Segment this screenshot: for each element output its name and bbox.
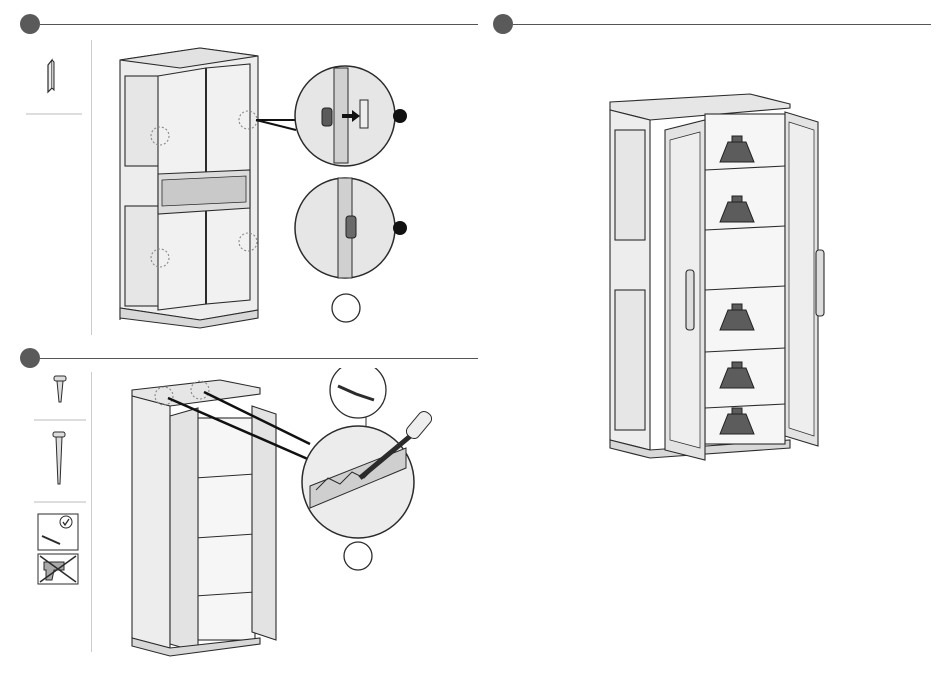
pointer-lines — [256, 120, 296, 130]
step-c-marker — [20, 348, 40, 368]
step-b-marker — [493, 14, 513, 34]
long-screw-icon — [53, 432, 65, 484]
step-b-rule — [513, 24, 931, 25]
short-screw-icon — [54, 376, 66, 402]
step-a-parts-column — [22, 40, 92, 340]
step-a-rule — [40, 24, 478, 25]
step-c-parts-column — [30, 368, 90, 648]
power-drill-not-allowed-icon — [38, 554, 78, 584]
screwdriver-allowed-icon — [38, 514, 78, 550]
step-a-count-badge — [332, 294, 360, 322]
zoom-circle-screw-detail — [302, 368, 434, 538]
zoom-circle-pin-seated — [295, 178, 407, 278]
step-c-vertical-rule — [91, 372, 92, 652]
step-a-vertical-rule — [91, 40, 92, 335]
hinge-pin-icon — [48, 60, 54, 92]
step-c-rule — [40, 358, 478, 359]
zoom-circle-insert-pin — [295, 66, 407, 166]
cabinet-top-fixing — [132, 380, 276, 656]
closed-cabinet — [120, 48, 258, 328]
step-a-marker — [20, 14, 40, 34]
open-cabinet — [610, 94, 824, 460]
step-c-illustration — [120, 368, 450, 658]
step-a-illustration — [110, 38, 460, 338]
step-b-illustration — [600, 90, 840, 470]
step-c-count-badge — [344, 542, 372, 570]
